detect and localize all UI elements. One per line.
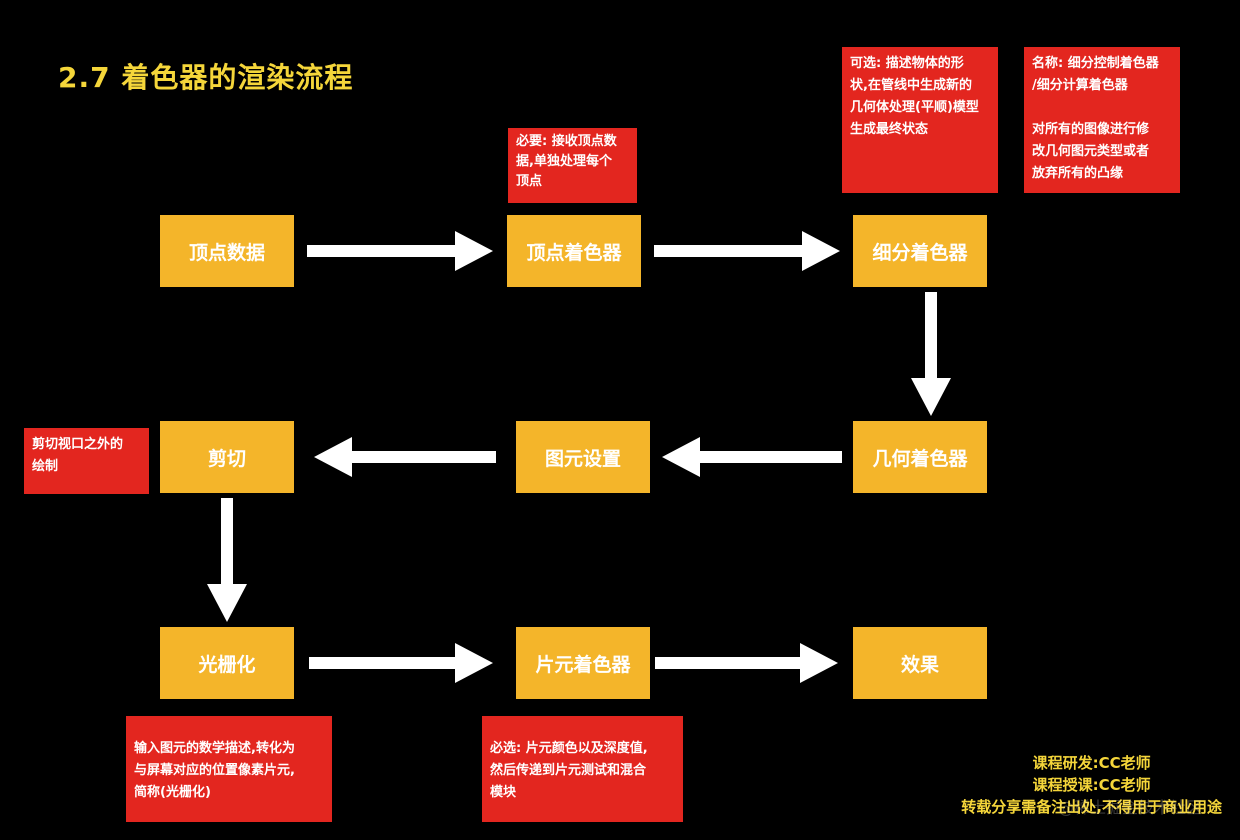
arrow-vertex-data-to-vertex-shader (307, 231, 493, 271)
note-vertex-shader: 必要: 接收顶点数 据,单独处理每个 顶点 (508, 128, 637, 203)
node-vertex-shader: 顶点着色器 (507, 215, 641, 287)
credit-notice: 转载分享需备注出处,不得用于商业用途 (961, 798, 1222, 816)
credit-research: 课程研发:CC老师 (1032, 754, 1151, 772)
arrow-fragment-to-effect (655, 643, 838, 683)
node-tessellation-shader: 细分着色器 (853, 215, 987, 287)
note-fragment-shader: 必选: 片元颜色以及深度值, 然后传递到片元测试和混合 模块 (482, 716, 683, 822)
node-rasterization: 光栅化 (160, 627, 294, 699)
arrow-vertex-shader-to-tessellation (654, 231, 840, 271)
watermark: @稀土掘金技术社区 (1058, 798, 1203, 817)
node-geometry-shader: 几何着色器 (853, 421, 987, 493)
note-clipping: 剪切视口之外的 绘制 (24, 428, 149, 494)
credit-teaching: 课程授课:CC老师 (1032, 776, 1151, 794)
credits: 课程研发:CC老师 课程授课:CC老师 转载分享需备注出处,不得用于商业用途 (961, 752, 1222, 818)
arrow-rasterization-to-fragment (309, 643, 493, 683)
node-vertex-data: 顶点数据 (160, 215, 294, 287)
node-fragment-shader: 片元着色器 (516, 627, 650, 699)
note-tessellation-names: 名称: 细分控制着色器 /细分计算着色器 对所有的图像进行修 改几何图元类型或者… (1024, 47, 1180, 193)
node-effect: 效果 (853, 627, 987, 699)
note-tessellation-optional: 可选: 描述物体的形 状,在管线中生成新的 几何体处理(平顺)模型 生成最终状态 (842, 47, 998, 193)
arrow-tessellation-to-geometry (911, 292, 951, 416)
note-rasterization: 输入图元的数学描述,转化为 与屏幕对应的位置像素片元, 简称(光栅化) (126, 716, 332, 822)
arrow-primitive-setup-to-clipping (314, 437, 496, 477)
page-title: 2.7 着色器的渲染流程 (58, 61, 354, 94)
node-primitive-setup: 图元设置 (516, 421, 650, 493)
arrow-geometry-to-primitive-setup (662, 437, 842, 477)
arrow-clipping-to-rasterization (207, 498, 247, 622)
node-clipping: 剪切 (160, 421, 294, 493)
